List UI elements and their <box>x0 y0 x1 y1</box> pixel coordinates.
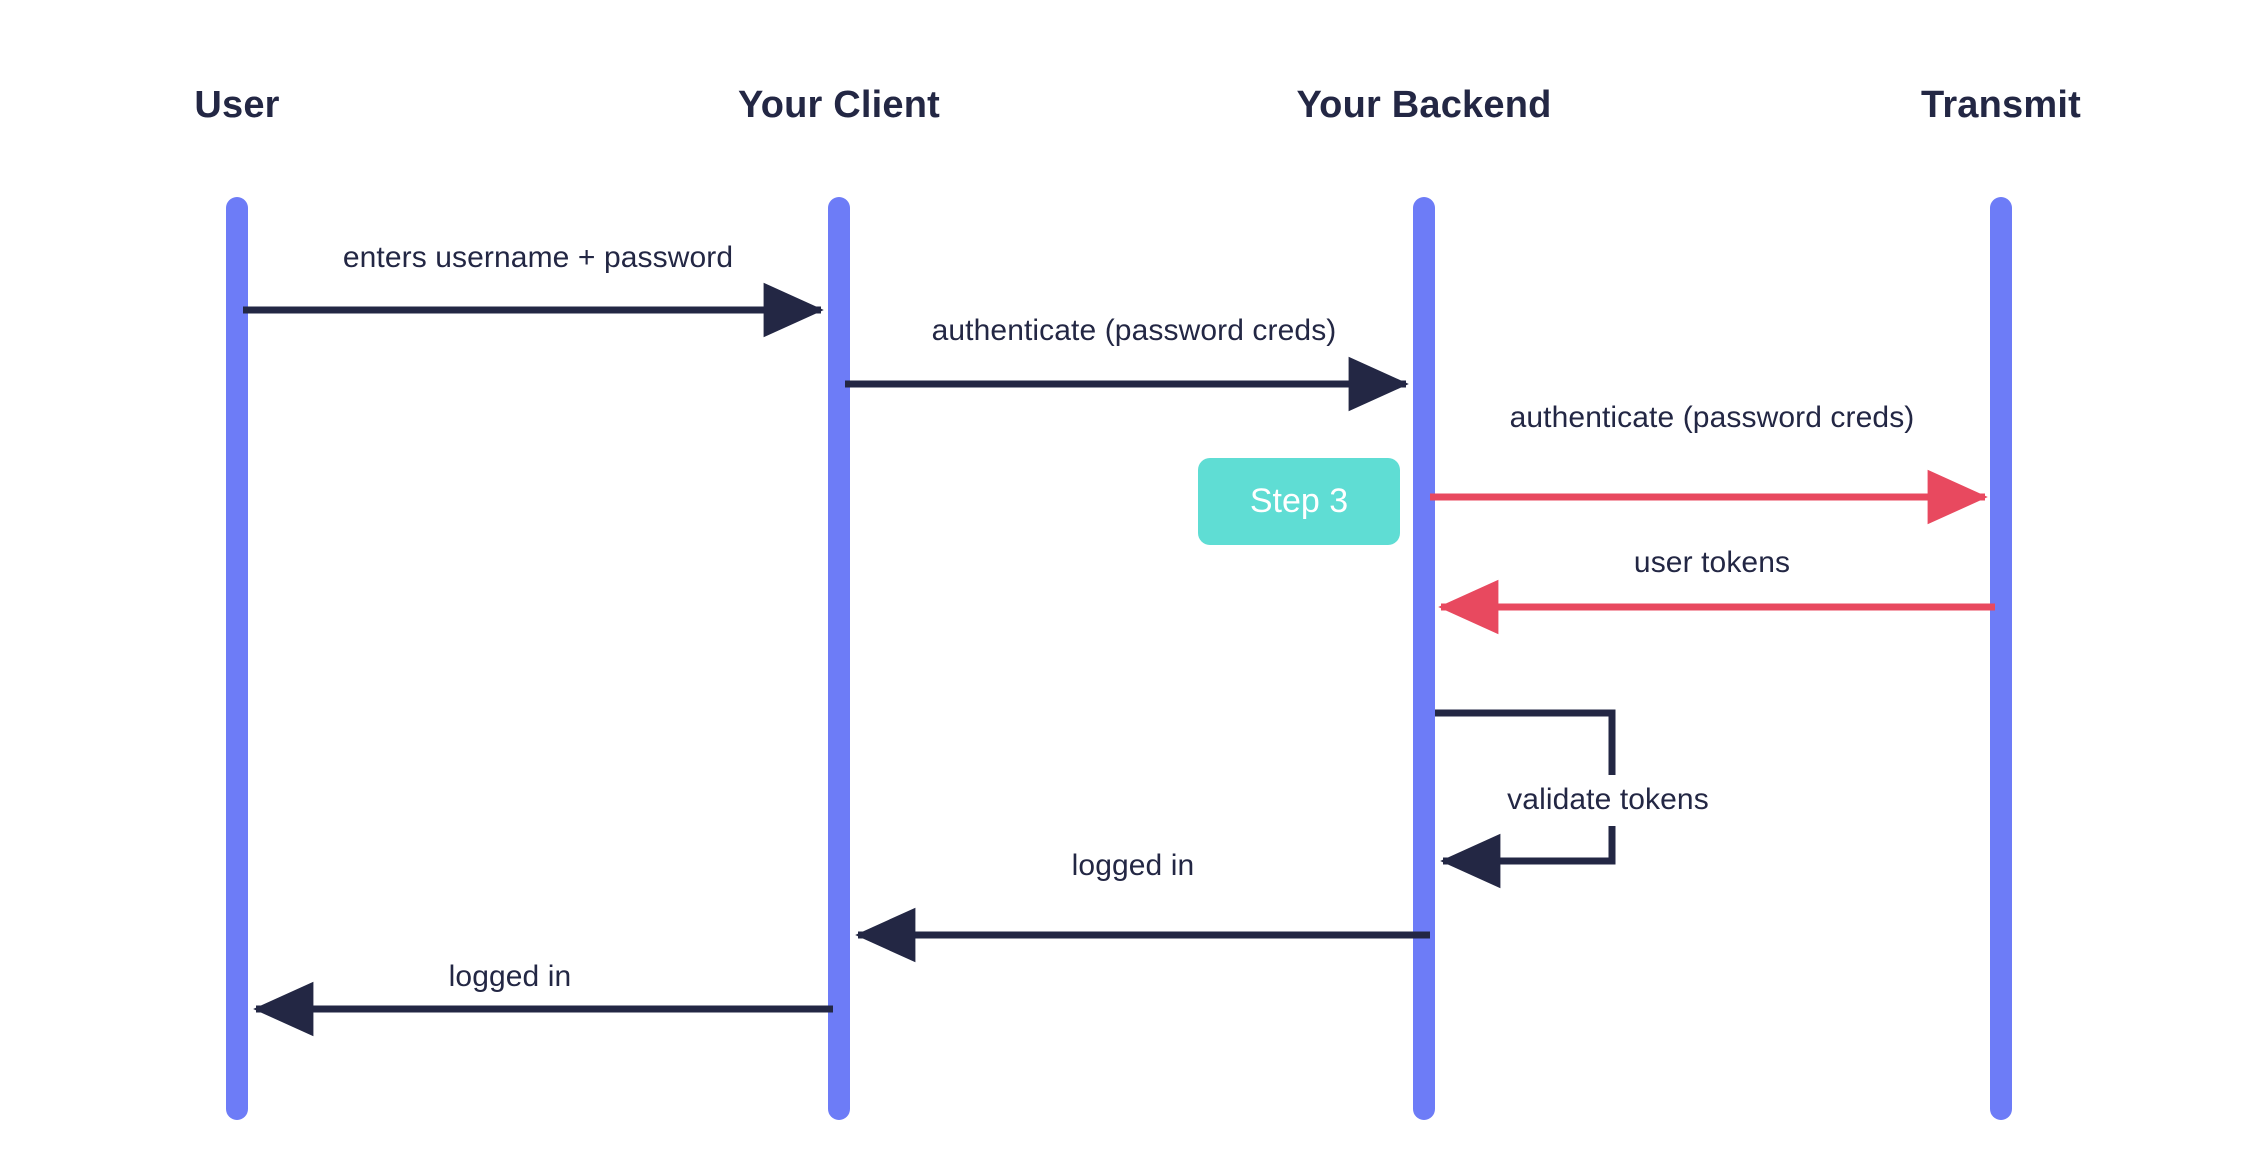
message-label-authenticate-client-backend: authenticate (password creds) <box>931 314 1337 347</box>
step-3-badge[interactable]: Step 3 <box>1198 458 1400 545</box>
message-label-logged-in-client-user: logged in <box>448 960 572 993</box>
message-label-user-tokens: user tokens <box>1633 546 1791 579</box>
message-label-logged-in-backend-client: logged in <box>1071 849 1195 882</box>
participant-title-user: User <box>194 84 280 126</box>
participant-title-client: Your Client <box>737 84 941 126</box>
lifeline-user <box>226 197 248 1120</box>
participant-title-backend: Your Backend <box>1296 84 1552 126</box>
participant-title-transmit: Transmit <box>1921 84 2081 126</box>
message-selfloop-validate-tokens-top <box>1435 709 1616 775</box>
message-selfloop-validate-tokens-bottom <box>1440 826 1616 889</box>
lifeline-client <box>828 197 850 1120</box>
lifeline-transmit <box>1990 197 2012 1120</box>
message-label-validate-tokens: validate tokens <box>1501 783 1715 817</box>
lifeline-backend <box>1413 197 1435 1120</box>
message-label-authenticate-backend-transmit: authenticate (password creds) <box>1509 401 1915 434</box>
message-label-enters-username-password: enters username + password <box>342 241 734 274</box>
